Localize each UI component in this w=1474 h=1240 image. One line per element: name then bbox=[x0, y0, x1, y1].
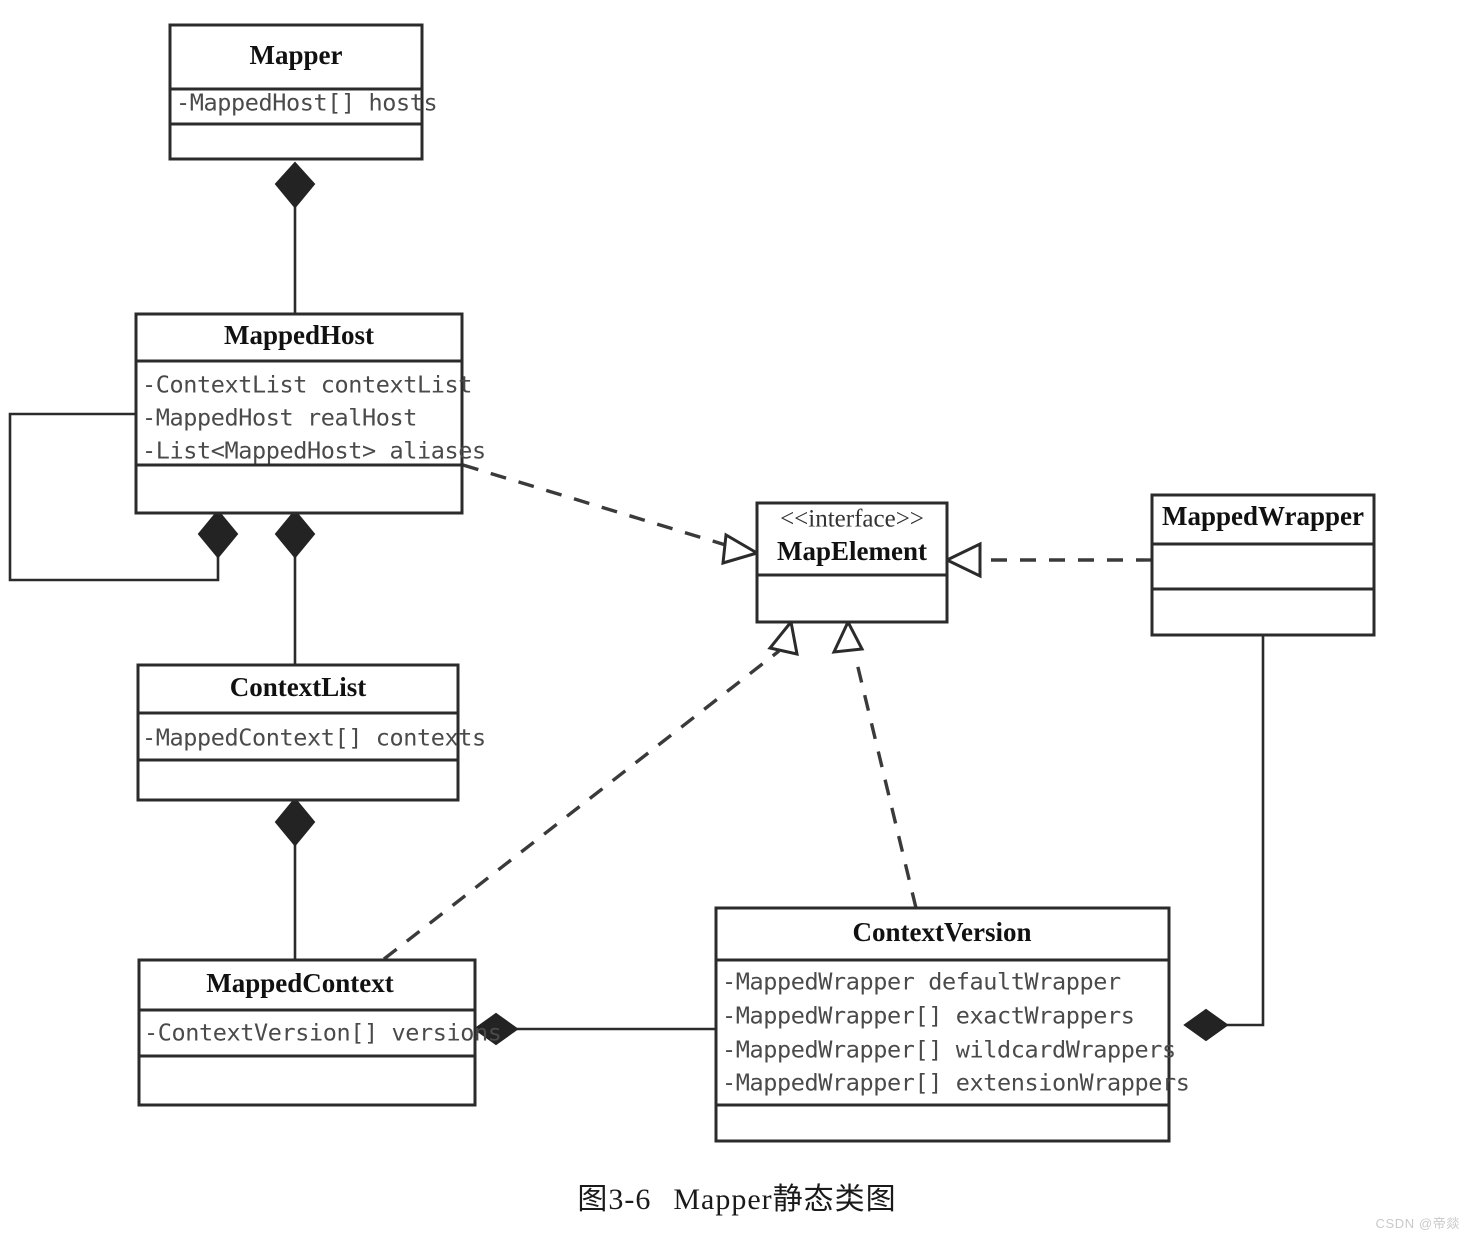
edge-mappedhost-impl-mapelement bbox=[462, 463, 761, 566]
edge-mapper-owns-mappedhost bbox=[274, 161, 316, 314]
class-box-contextversion[interactable]: ContextVersion -MappedWrapper defaultWra… bbox=[714, 906, 1190, 1143]
class-attribute: -MappedWrapper[] wildcardWrappers bbox=[722, 1036, 1176, 1064]
class-box-mapelement[interactable]: <<interface>> MapElement bbox=[755, 501, 949, 624]
edge-mappedcontext-owns-contextversion bbox=[473, 1012, 716, 1046]
class-stereotype-mapelement: <<interface>> bbox=[780, 506, 924, 533]
figure-title: Mapper静态类图 bbox=[673, 1183, 897, 1216]
class-title-mappedhost: MappedHost bbox=[224, 320, 374, 350]
class-attribute: -ContextList contextList bbox=[142, 371, 472, 399]
watermark: CSDN @帝燚 bbox=[1375, 1216, 1460, 1231]
class-title-mappedwrapper: MappedWrapper bbox=[1162, 501, 1364, 531]
edge-mappedcontext-impl-mapelement bbox=[382, 618, 799, 961]
figure-caption: 图3-6 Mapper静态类图 bbox=[0, 1174, 1474, 1218]
class-attribute: -ContextVersion[] versions bbox=[144, 1019, 501, 1047]
class-attribute: -MappedWrapper[] extensionWrappers bbox=[722, 1069, 1189, 1097]
class-box-mappedhost[interactable]: MappedHost -ContextList contextList -Map… bbox=[134, 312, 486, 515]
class-box-mappedwrapper[interactable]: MappedWrapper bbox=[1150, 493, 1376, 637]
class-attribute: -MappedWrapper defaultWrapper bbox=[722, 968, 1121, 996]
class-title-mapper: Mapper bbox=[250, 40, 343, 70]
edge-contextversion-owns-mappedwrapper bbox=[1183, 635, 1265, 1042]
class-box-contextlist[interactable]: ContextList -MappedContext[] contexts bbox=[136, 663, 486, 802]
edge-mappedhost-owns-contextlist bbox=[274, 509, 316, 665]
class-attribute: -MappedHost realHost bbox=[142, 404, 417, 432]
class-title-mapelement: MapElement bbox=[777, 536, 927, 566]
edge-mappedwrapper-impl-mapelement bbox=[943, 541, 1152, 579]
figure-number: 图3-6 bbox=[577, 1183, 652, 1216]
edge-layer bbox=[8, 161, 1265, 1046]
class-title-mappedcontext: MappedContext bbox=[206, 968, 394, 998]
class-title-contextversion: ContextVersion bbox=[853, 917, 1032, 947]
class-attribute: -MappedContext[] contexts bbox=[142, 724, 486, 752]
class-attribute: -MappedWrapper[] exactWrappers bbox=[722, 1002, 1134, 1030]
edge-mappedhost-self-alias bbox=[8, 412, 239, 582]
edge-contextlist-owns-mappedcontext bbox=[274, 797, 316, 960]
class-title-contextlist: ContextList bbox=[230, 672, 367, 702]
class-attribute: -MappedHost[] hosts bbox=[176, 89, 437, 117]
class-attribute: -List<MappedHost> aliases bbox=[142, 437, 486, 465]
class-box-mappedcontext[interactable]: MappedContext -ContextVersion[] versions bbox=[137, 958, 502, 1107]
class-box-mapper[interactable]: Mapper -MappedHost[] hosts bbox=[168, 23, 438, 161]
edge-contextversion-impl-mapelement bbox=[831, 618, 918, 909]
